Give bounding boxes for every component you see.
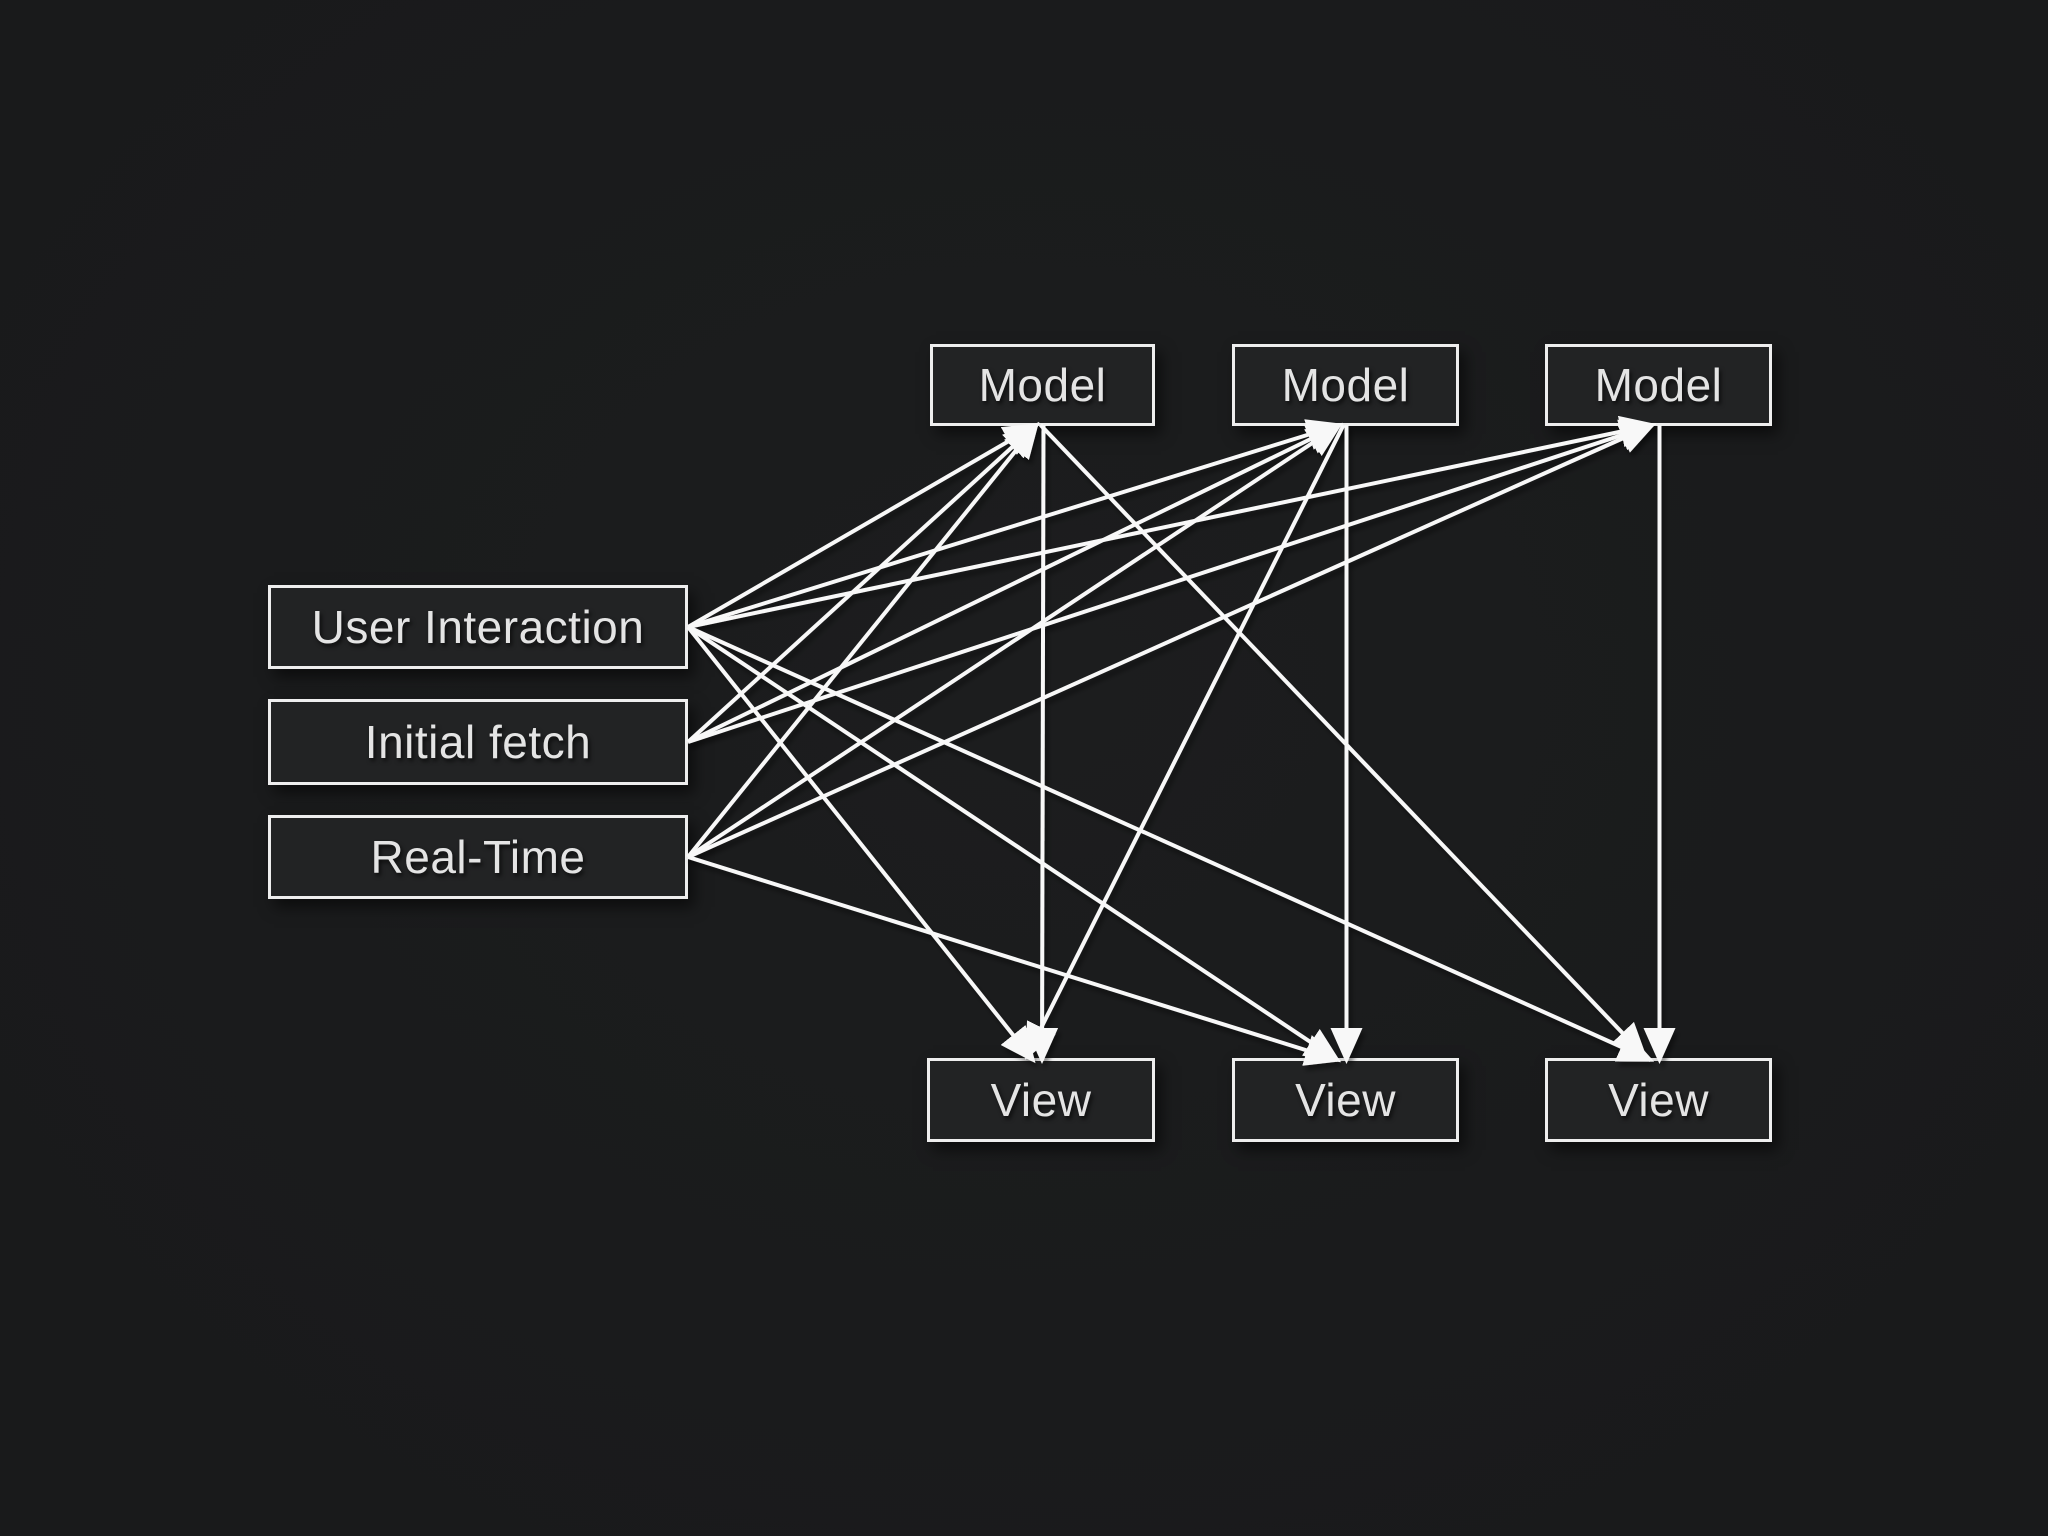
edge-initial-fetch-to-model-1: [686, 422, 1040, 744]
edge-user-interaction-to-view-3: [687, 625, 1655, 1062]
edge-model-1-to-view-3: [1039, 423, 1648, 1059]
edge-user-interaction-to-view-2: [686, 625, 1341, 1063]
edge-user-interaction-to-model-1: [686, 422, 1040, 629]
model-2-label: Model: [1281, 359, 1410, 411]
edge-initial-fetch-to-model-3: [687, 419, 1657, 744]
real-time-label: Real-Time: [370, 831, 586, 883]
edge-real-time-to-view-2: [687, 855, 1342, 1066]
edge-user-interaction-to-model-2: [687, 419, 1344, 629]
view-2-label: View: [1295, 1074, 1396, 1126]
edge-real-time-to-model-1: [686, 421, 1040, 859]
model-1-box: Model: [930, 344, 1155, 426]
real-time-box: Real-Time: [268, 815, 688, 899]
initial-fetch-label: Initial fetch: [364, 716, 592, 768]
model-3-label: Model: [1594, 359, 1723, 411]
edge-user-interaction-to-model-3: [687, 415, 1657, 629]
edge-initial-fetch-to-model-2: [687, 423, 1344, 744]
initial-fetch-box: Initial fetch: [268, 699, 688, 785]
user-interaction-box: User Interaction: [268, 585, 688, 669]
edge-model-2-to-view-1: [1025, 424, 1346, 1060]
view-3-label: View: [1608, 1074, 1709, 1126]
edge-user-interaction-to-view-1: [686, 625, 1036, 1064]
edge-model-1-to-view-1: [1026, 424, 1059, 1064]
edge-real-time-to-model-3: [687, 423, 1657, 859]
view-3-box: View: [1545, 1058, 1772, 1142]
view-1-box: View: [927, 1058, 1155, 1142]
model-3-box: Model: [1545, 344, 1772, 426]
model-2-box: Model: [1232, 344, 1459, 426]
view-2-box: View: [1232, 1058, 1459, 1142]
view-1-label: View: [990, 1074, 1092, 1126]
model-1-label: Model: [978, 359, 1107, 411]
user-interaction-label: User Interaction: [311, 601, 645, 653]
edge-real-time-to-model-2: [686, 422, 1343, 859]
